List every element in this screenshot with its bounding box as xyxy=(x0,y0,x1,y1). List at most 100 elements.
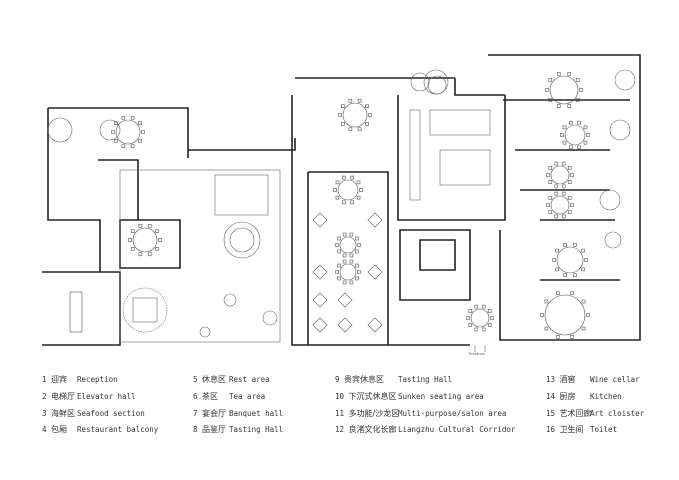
chair xyxy=(466,316,470,320)
chair xyxy=(581,326,586,331)
legend-number: 13 xyxy=(546,374,556,384)
chair xyxy=(138,121,142,125)
chair xyxy=(337,276,341,281)
round-table xyxy=(550,165,570,185)
chair xyxy=(474,327,479,332)
chair xyxy=(349,253,354,258)
chair xyxy=(114,139,118,143)
legend-number: 8 xyxy=(193,424,198,434)
chair xyxy=(548,78,553,82)
chair xyxy=(561,214,566,219)
legend-number: 6 xyxy=(193,391,198,401)
chair xyxy=(341,122,345,126)
chair xyxy=(567,180,572,184)
courtyard xyxy=(119,169,281,343)
legend-english: Art cloister xyxy=(590,408,645,418)
chair xyxy=(121,144,126,149)
wall xyxy=(47,107,296,272)
legend-english: Rest area xyxy=(229,374,270,384)
legend-english: Sunken seating area xyxy=(398,391,484,401)
pergola-core xyxy=(132,297,158,323)
chair xyxy=(147,223,152,228)
chair xyxy=(548,210,553,214)
chair xyxy=(365,122,369,126)
legend-number: 14 xyxy=(546,391,556,401)
legend-chinese: 海鲜区 xyxy=(51,408,76,418)
chair xyxy=(474,304,479,309)
chair xyxy=(350,175,354,180)
legend-number: 2 xyxy=(42,391,47,401)
legend-english: Kitchen xyxy=(590,391,622,401)
round-table xyxy=(337,179,359,201)
square-table xyxy=(312,317,328,333)
legend-chinese: 酒窖 xyxy=(559,374,576,384)
chair xyxy=(548,166,553,170)
chair xyxy=(357,98,362,103)
chair xyxy=(577,120,581,125)
chair xyxy=(544,299,549,304)
garden-stone xyxy=(223,293,237,307)
chair xyxy=(552,258,556,262)
chair xyxy=(548,98,553,102)
chair xyxy=(586,313,590,317)
chair xyxy=(342,175,346,180)
chair xyxy=(333,188,337,192)
chair xyxy=(556,291,560,295)
chair xyxy=(365,104,369,108)
chair xyxy=(138,223,143,228)
legend-english: Banquet hall xyxy=(229,408,284,418)
chair xyxy=(468,323,473,327)
legend-english: Toilet xyxy=(590,424,618,434)
legend-chinese: 包厢 xyxy=(51,424,68,434)
chair xyxy=(540,313,544,317)
chair xyxy=(335,195,340,200)
chair xyxy=(131,229,135,233)
chair xyxy=(554,191,559,196)
pergola xyxy=(122,287,168,333)
chair xyxy=(581,299,586,304)
chair xyxy=(581,267,585,272)
legend-english: Liangzhu Cultural Corridor xyxy=(398,424,516,434)
chair xyxy=(563,242,567,247)
chair xyxy=(561,161,566,166)
legend-chinese: 下沉式休息区 xyxy=(348,391,397,401)
partitions xyxy=(47,69,636,352)
legend-number: 11 xyxy=(335,408,345,418)
chair xyxy=(130,115,135,120)
legend-number: 15 xyxy=(546,408,556,418)
chair xyxy=(158,238,162,242)
chair xyxy=(147,252,152,257)
legend-chinese: 贵宾休息区 xyxy=(344,374,385,384)
tree xyxy=(410,72,430,92)
tree xyxy=(99,119,121,141)
fountain-inner xyxy=(229,227,255,253)
chair xyxy=(356,195,361,200)
chair xyxy=(138,252,143,257)
furniture xyxy=(69,72,590,339)
chair xyxy=(337,236,341,241)
wall xyxy=(307,171,389,345)
chair xyxy=(569,145,573,150)
garden-stone xyxy=(199,326,211,338)
chair xyxy=(121,115,126,120)
legend-chinese: 厨房 xyxy=(559,391,576,401)
chair xyxy=(348,127,353,132)
chair xyxy=(131,247,135,251)
pavilion xyxy=(214,174,269,216)
legend-number: 3 xyxy=(42,408,47,418)
chair xyxy=(141,130,145,134)
wall xyxy=(397,95,506,221)
legend-number: 12 xyxy=(335,424,345,434)
floor-plan xyxy=(42,54,641,352)
kitchen-counter xyxy=(439,149,491,186)
legend-chinese: 电梯厅 xyxy=(51,391,76,401)
chair xyxy=(348,98,353,103)
legend-english: Elevator hall xyxy=(77,391,136,401)
chair xyxy=(114,121,118,125)
chair xyxy=(562,125,567,130)
chair xyxy=(481,304,486,309)
chair xyxy=(567,72,572,76)
